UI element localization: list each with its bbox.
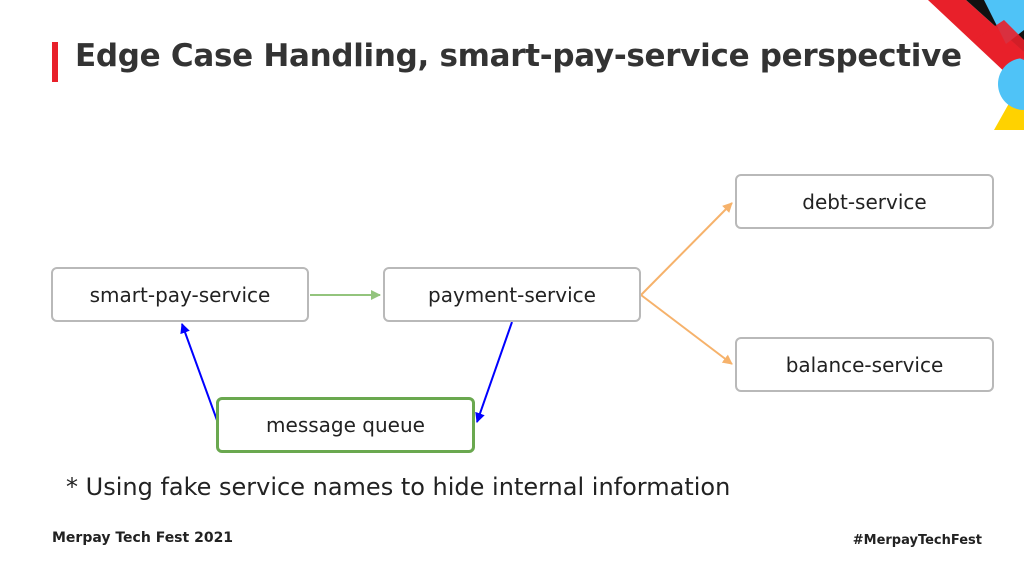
edge-queue-to-smart-pay (180, 323, 219, 424)
node-payment-service: payment-service (383, 267, 641, 322)
footer-event-name: Merpay Tech Fest 2021 (52, 530, 234, 546)
title-accent-bar (52, 42, 58, 82)
node-smart-pay-service: smart-pay-service (51, 267, 309, 322)
node-message-queue: message queue (216, 397, 475, 453)
edge-payment-to-debt (640, 202, 733, 296)
edge-payment-to-balance (640, 294, 733, 365)
footer-hashtag: #MerpayTechFest (852, 533, 982, 548)
node-debt-service: debt-service (735, 174, 994, 229)
corner-logo-decoration (928, 0, 1024, 130)
footnote: * Using fake service names to hide inter… (66, 473, 731, 501)
edge-payment-to-queue (475, 321, 513, 423)
slide-title: Edge Case Handling, smart-pay-service pe… (75, 38, 962, 74)
node-balance-service: balance-service (735, 337, 994, 392)
